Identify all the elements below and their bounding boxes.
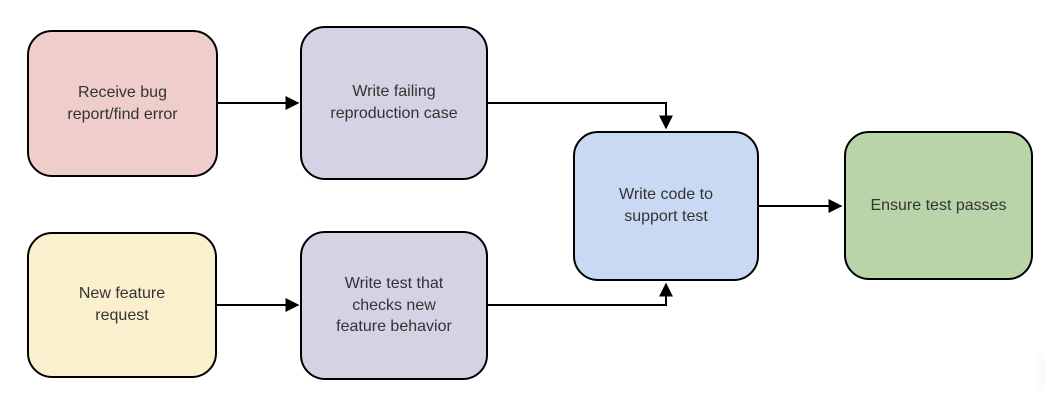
node-receive-bug-report-label: Receive bug report/find error	[67, 83, 178, 123]
edge-write-test-to-write-code	[488, 282, 673, 306]
node-ensure-test-passes-label: Ensure test passes	[870, 196, 1007, 214]
node-new-feature-request[interactable]: New feature request	[27, 232, 217, 378]
node-receive-bug-report[interactable]: Receive bug report/find error	[27, 30, 218, 177]
node-write-failing-repro-label: Write failing reproduction case	[330, 83, 458, 122]
node-write-test-checks[interactable]: Write test that checks new feature behav…	[300, 231, 488, 380]
node-write-failing-repro[interactable]: Write failing reproduction case	[300, 26, 488, 180]
node-ensure-test-passes[interactable]: Ensure test passes	[844, 131, 1033, 280]
node-write-code-support[interactable]: Write code to support test	[573, 131, 759, 281]
node-new-feature-request-label: New feature request	[78, 285, 166, 324]
node-write-code-support-label: Write code to support test	[619, 186, 713, 225]
node-write-test-checks-label: Write test that checks new feature behav…	[336, 275, 452, 336]
scrollbar-thumb[interactable]	[1036, 353, 1045, 391]
edge-write-failing-repro-to-write-code	[488, 102, 673, 130]
